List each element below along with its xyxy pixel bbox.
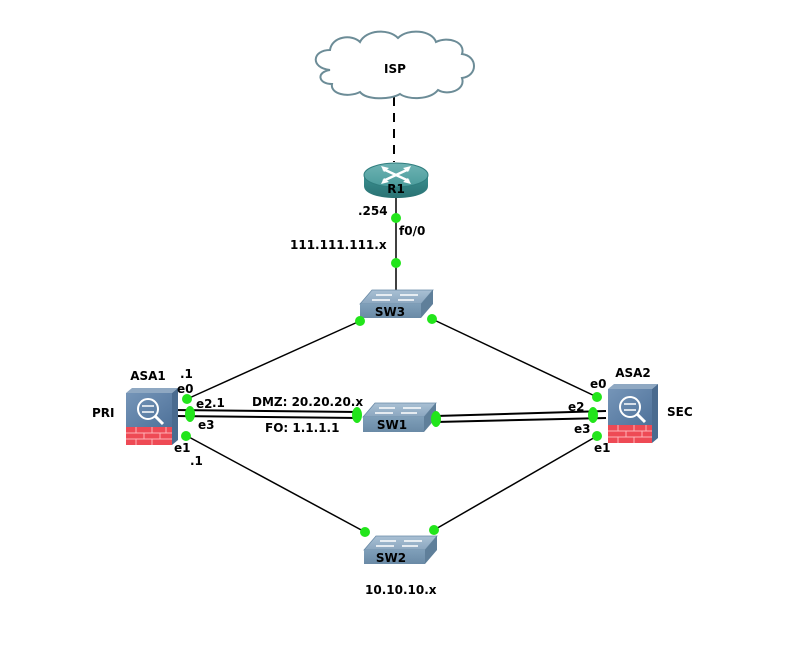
link-sw3-asa1[interactable] bbox=[186, 320, 361, 400]
firewall-icon bbox=[608, 384, 658, 443]
switch-sw2[interactable]: SW2 bbox=[363, 535, 438, 565]
asa2-label: ASA2 bbox=[615, 366, 651, 380]
cloud-icon bbox=[314, 30, 475, 100]
link-sw1-asa2-dmz[interactable] bbox=[435, 410, 607, 417]
port-dot-asa1-e0[interactable] bbox=[182, 394, 192, 404]
links bbox=[174, 97, 607, 533]
switch-icon bbox=[363, 535, 438, 564]
port-dot-asa2-e1[interactable] bbox=[592, 431, 602, 441]
port-dots bbox=[181, 213, 602, 537]
firewall-asa1[interactable]: ASA1 PRI bbox=[92, 369, 178, 445]
port-dot-sw3-right[interactable] bbox=[427, 314, 437, 324]
link-sw1-asa2-fo[interactable] bbox=[435, 417, 607, 423]
asa1-label: ASA1 bbox=[130, 369, 166, 383]
link-asa1-sw2[interactable] bbox=[186, 435, 366, 533]
asa2-role-label: SEC bbox=[667, 405, 693, 419]
asa1-e0-ip-label: .1 bbox=[180, 367, 193, 381]
port-dot-sw2-left[interactable] bbox=[360, 527, 370, 537]
link-asa1-sw1-dmz[interactable] bbox=[174, 409, 359, 413]
inside-net-label: 10.10.10.x bbox=[365, 583, 437, 597]
port-dot-r1-f0[interactable] bbox=[391, 213, 401, 223]
port-dot-sw3-up[interactable] bbox=[391, 258, 401, 268]
port-dot-asa2-e2-e3[interactable] bbox=[588, 407, 598, 423]
port-dot-asa2-e0[interactable] bbox=[592, 392, 602, 402]
r1-iface-label: f0/0 bbox=[399, 224, 425, 238]
router-icon bbox=[363, 162, 429, 198]
asa2-e3-label: e3 bbox=[574, 422, 591, 436]
asa1-e2-ip-label: .1 bbox=[212, 396, 225, 410]
sw1-label: SW1 bbox=[377, 418, 407, 432]
asa1-role-label: PRI bbox=[92, 406, 115, 420]
isp-label: ISP bbox=[384, 62, 406, 76]
sw3-label: SW3 bbox=[375, 305, 405, 319]
outside-net-label: 111.111.111.x bbox=[290, 238, 387, 252]
switch-icon bbox=[362, 402, 437, 432]
interface-labels: .254 f0/0 111.111.111.x .1 e0 e2 .1 e3 e… bbox=[174, 204, 611, 597]
firewall-asa2[interactable]: ASA2 SEC bbox=[608, 366, 693, 443]
link-sw3-asa2[interactable] bbox=[431, 318, 598, 398]
port-dot-sw1-left[interactable] bbox=[352, 407, 362, 423]
asa2-e1-label: e1 bbox=[594, 441, 611, 455]
r1-label: R1 bbox=[387, 182, 405, 196]
switch-sw3[interactable]: SW3 bbox=[359, 289, 434, 319]
port-dot-sw3-left[interactable] bbox=[355, 316, 365, 326]
port-dot-asa1-e1[interactable] bbox=[181, 431, 191, 441]
link-asa1-sw1-fo[interactable] bbox=[174, 415, 359, 419]
link-asa2-sw2[interactable] bbox=[433, 435, 598, 531]
asa2-e2-label: e2 bbox=[568, 400, 585, 414]
router-r1[interactable]: R1 bbox=[363, 162, 429, 198]
switch-icon bbox=[359, 289, 434, 318]
asa2-e0-label: e0 bbox=[590, 377, 607, 391]
asa1-e1-ip-label: .1 bbox=[190, 454, 203, 468]
isp-cloud[interactable]: ISP bbox=[314, 30, 475, 100]
asa1-e0-label: e0 bbox=[177, 382, 194, 396]
port-dot-sw1-right[interactable] bbox=[431, 411, 441, 427]
firewall-icon bbox=[126, 388, 178, 445]
dmz-net-label: DMZ: 20.20.20.x bbox=[252, 395, 363, 409]
port-dot-sw2-right[interactable] bbox=[429, 525, 439, 535]
asa1-e3-label: e3 bbox=[198, 418, 215, 432]
r1-ip-label: .254 bbox=[358, 204, 388, 218]
asa1-e1-label: e1 bbox=[174, 441, 191, 455]
asa1-e2-label: e2 bbox=[196, 397, 213, 411]
sw2-label: SW2 bbox=[376, 551, 406, 565]
switch-sw1[interactable]: SW1 bbox=[362, 402, 437, 432]
port-dot-asa1-e2-e3[interactable] bbox=[185, 406, 195, 422]
fo-net-label: FO: 1.1.1.1 bbox=[265, 421, 339, 435]
